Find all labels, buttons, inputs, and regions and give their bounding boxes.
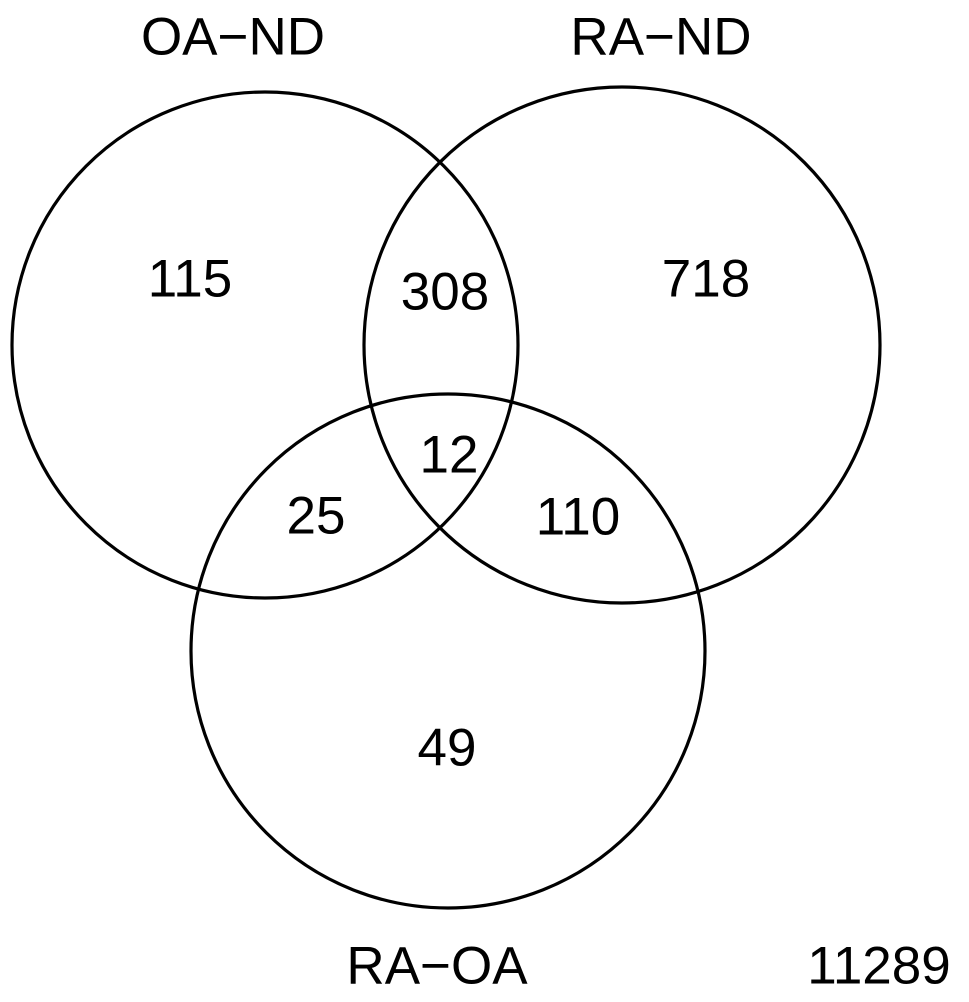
venn-circle-oa-nd — [10, 90, 520, 600]
set-label-ra-nd: RA−ND — [570, 7, 752, 67]
count-ra-nd-ra-oa: 110 — [535, 487, 621, 547]
count-oa-nd-ra-nd: 308 — [400, 262, 490, 322]
set-label-ra-oa: RA−OA — [346, 936, 528, 996]
count-ra-oa-only: 49 — [417, 718, 477, 778]
count-oa-nd-ra-oa: 25 — [286, 486, 346, 546]
set-label-oa-nd: OA−ND — [140, 7, 326, 67]
count-all-three: 12 — [419, 425, 479, 485]
count-ra-nd-only: 718 — [661, 249, 751, 309]
venn-circle-ra-nd — [362, 85, 882, 605]
count-oa-nd-only: 115 — [147, 249, 233, 309]
outside-total-label: 11289 — [807, 936, 951, 996]
venn-circle-ra-oa — [189, 392, 707, 910]
